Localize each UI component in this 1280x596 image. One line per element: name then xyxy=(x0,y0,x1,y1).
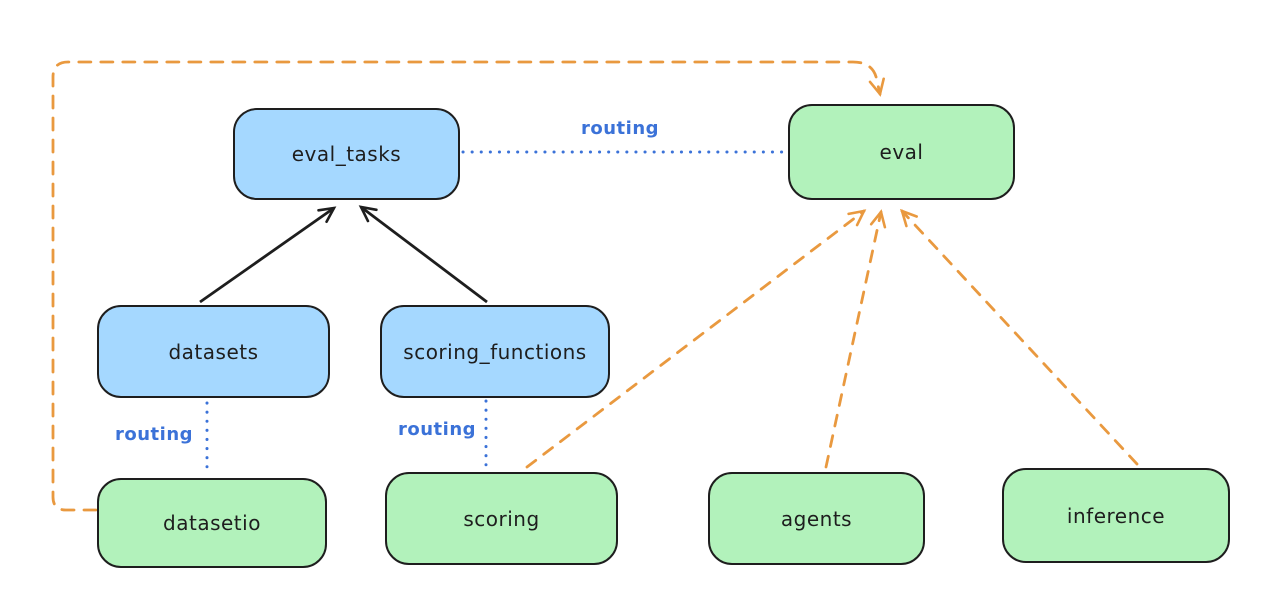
node-label: datasetio xyxy=(163,511,261,535)
node-label: inference xyxy=(1066,503,1166,528)
node-scoring: scoring xyxy=(385,472,618,565)
routing-label-datasets-datasetio: routing xyxy=(114,424,194,445)
node-eval-tasks: eval_tasks xyxy=(233,108,460,200)
node-eval: eval xyxy=(788,104,1015,200)
node-datasetio: datasetio xyxy=(97,478,327,568)
routing-label-eval-tasks-eval: routing xyxy=(580,118,660,139)
node-label: agents xyxy=(780,506,853,531)
routing-label-scoring-functions-scoring: routing xyxy=(397,419,477,440)
edge-agents-to-eval xyxy=(824,209,887,469)
node-label: eval_tasks xyxy=(291,142,402,166)
node-datasets: datasets xyxy=(97,305,330,398)
edge-inference-to-eval xyxy=(900,208,1139,466)
node-inference: inference xyxy=(1002,468,1230,563)
node-label: eval xyxy=(879,140,924,164)
node-scoring-functions: scoring_functions xyxy=(380,305,610,398)
node-agents: agents xyxy=(708,472,925,565)
node-label: scoring_functions xyxy=(403,339,587,364)
node-label: scoring xyxy=(463,506,540,531)
node-label: datasets xyxy=(168,339,259,364)
edge-datasets-to-eval-tasks xyxy=(199,206,337,304)
edge-scoring-functions-to-eval-tasks xyxy=(358,205,488,304)
